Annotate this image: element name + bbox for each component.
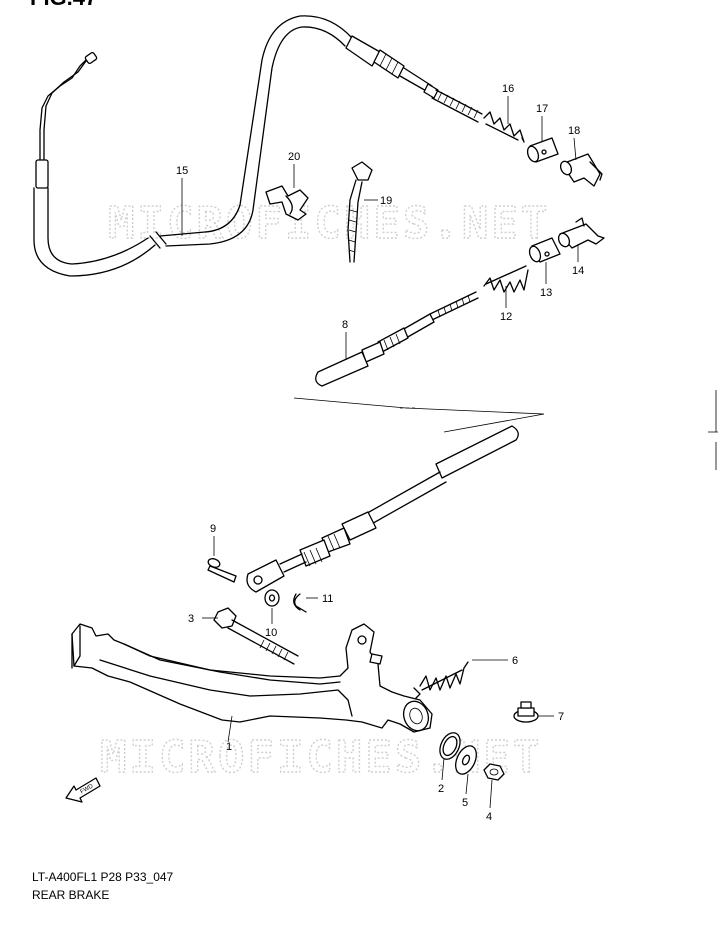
callout-12: 12 — [500, 311, 512, 323]
brake-cable-8[interactable] — [246, 291, 545, 593]
callout-18: 18 — [568, 125, 580, 137]
brake-cable-15[interactable] — [33, 15, 483, 277]
spring-16[interactable] — [483, 111, 525, 143]
callout-5: 5 — [462, 797, 468, 809]
nut-7[interactable] — [513, 701, 539, 723]
pin-9[interactable] — [207, 557, 237, 583]
callout-7: 7 — [558, 711, 564, 723]
page-edge-marks — [708, 390, 718, 470]
callout-13: 13 — [540, 287, 552, 299]
bolt-3[interactable] — [213, 607, 299, 665]
callout-16: 16 — [502, 83, 514, 95]
fwd-arrow-icon: FWD — [65, 777, 101, 803]
return-spring-6[interactable] — [413, 661, 469, 699]
cable-tie-19[interactable] — [347, 161, 373, 263]
leader-lines — [181, 96, 579, 809]
clamp-20[interactable] — [265, 185, 309, 221]
callout-19: 19 — [380, 195, 392, 207]
nut-4[interactable] — [483, 763, 505, 781]
callout-6: 6 — [512, 655, 518, 667]
washer-10[interactable] — [264, 589, 280, 607]
callout-9: 9 — [210, 523, 216, 535]
callout-1: 1 — [226, 741, 232, 753]
washer-5[interactable] — [452, 743, 481, 778]
cotter-pin-11[interactable] — [293, 593, 307, 613]
brake-pedal-1[interactable] — [71, 623, 433, 734]
callout-2: 2 — [438, 783, 444, 795]
spring-12[interactable] — [483, 265, 529, 293]
callout-15: 15 — [176, 165, 188, 177]
callouts: 1 2 3 4 5 6 7 8 9 10 11 12 13 14 15 16 1… — [176, 83, 584, 823]
callout-8: 8 — [342, 319, 348, 331]
joint-14[interactable] — [557, 217, 605, 249]
callout-20: 20 — [288, 151, 300, 163]
diagram-code: LT-A400FL1 P28 P33_047 — [32, 870, 174, 884]
joint-17[interactable] — [526, 137, 559, 163]
callout-4: 4 — [486, 811, 492, 823]
figure-title: FIG.47 — [30, 0, 97, 10]
joint-18[interactable] — [559, 153, 603, 187]
watermark-top: MICROFICHES.NET — [108, 198, 550, 249]
diagram-title: REAR BRAKE — [32, 888, 110, 902]
callout-3: 3 — [188, 613, 194, 625]
callout-14: 14 — [572, 265, 584, 277]
callout-11: 11 — [322, 593, 333, 605]
callout-10: 10 — [265, 627, 277, 639]
joint-13[interactable] — [528, 237, 561, 263]
callout-17: 17 — [536, 103, 548, 115]
